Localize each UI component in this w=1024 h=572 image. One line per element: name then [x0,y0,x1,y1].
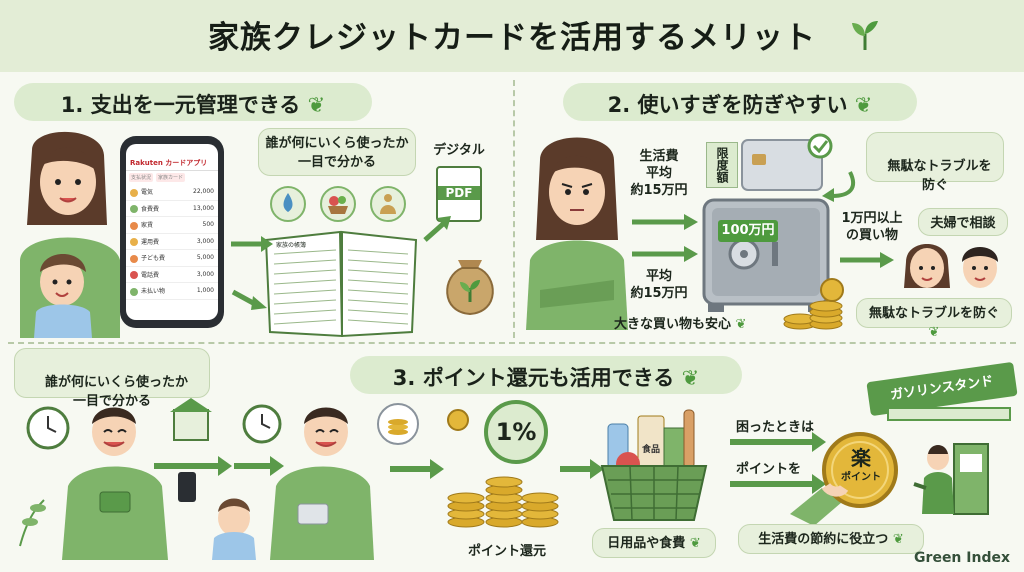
pdf-icon: PDF [436,166,482,222]
gas-station-illustration [887,407,1011,515]
pdf-label: PDF [438,186,480,200]
speech-bubble: 夫婦で相談 [918,208,1008,236]
flow-arrow [560,459,604,479]
coin-sub-label: ポイント [841,472,881,483]
average-label: 平均 約15万円 [630,269,688,301]
brand-logo: Green Index [914,550,1010,566]
one-percent-label: 1% [495,418,537,446]
point-return-label: ポイント還元 [468,544,547,559]
speech-bubble: 誰が何にいくら使ったか一目で分かる [258,128,416,176]
living-cost-label: 生活費 平均 約15万円 [630,149,688,198]
section-divider [513,80,515,338]
category-icons [270,186,406,222]
point-coin-illustration [790,432,898,526]
app-tabs: 支払状況 家族カード [126,171,218,184]
app-brand: Rakuten カードアプリ [126,144,218,171]
section-3-heading: 3. ポイント還元も活用できる ❦ [350,356,742,394]
flow-arrow [840,252,894,268]
woman-arms-crossed-illustration [526,137,628,330]
safe-amount-label: 100万円 [718,220,778,242]
points-coins-illustration [377,400,559,528]
trouble-prevention-label: 無駄なトラブルを防ぐ ❦ [856,298,1012,340]
section-divider [8,342,1016,344]
flow-arrow [390,459,444,479]
save-living-cost-label: 生活費の節約に役立つ ❦ [738,524,924,554]
section-1-heading: 1. 支出を一元管理できる ❦ [14,83,372,121]
mother-child-illustration [20,131,120,338]
curved-arrow [822,171,856,202]
couple-illustration [904,244,998,288]
point-use-label: ポイントを [736,462,802,477]
page-title: 家族クレジットカードを活用するメリット [208,20,816,56]
limit-tag: 限度額 [706,142,738,188]
grocery-basket-illustration [600,409,708,521]
ledger-book-illustration [264,230,418,338]
speech-bubble: 無駄なトラブルを 防ぐ [866,132,1004,193]
speech-bubble: 誰が何にいくら使ったか 一目で分かる [14,348,210,409]
sprout-icon [852,21,878,50]
app-tab: 支払状況 [129,173,154,182]
digital-label: デジタル [433,143,485,158]
family-scene-illustration [19,398,374,560]
credit-card-icon [741,133,833,191]
app-tab: 家族カード [156,173,186,182]
flow-arrows [632,214,698,262]
troubled-label: 困ったときは [736,420,815,435]
money-bag-icon [446,260,494,316]
section-2-heading: 2. 使いすぎを防ぎやすい ❦ [563,83,917,121]
flow-arrows [231,216,451,310]
coin-stack-icon [783,278,844,330]
coin-main-label: 楽 [851,446,871,470]
big-purchase-label: 大きな買い物も安心 ❦ [614,317,747,332]
daily-goods-label: 日用品や食費 ❦ [592,528,716,558]
title-bar [0,0,1024,72]
food-tag: 食品 [642,445,661,455]
ledger-title: 家族の帳簿 [276,242,307,249]
over-purchase-label: 1万円以上 の買い物 [841,211,903,243]
flow-arrows [730,432,826,494]
